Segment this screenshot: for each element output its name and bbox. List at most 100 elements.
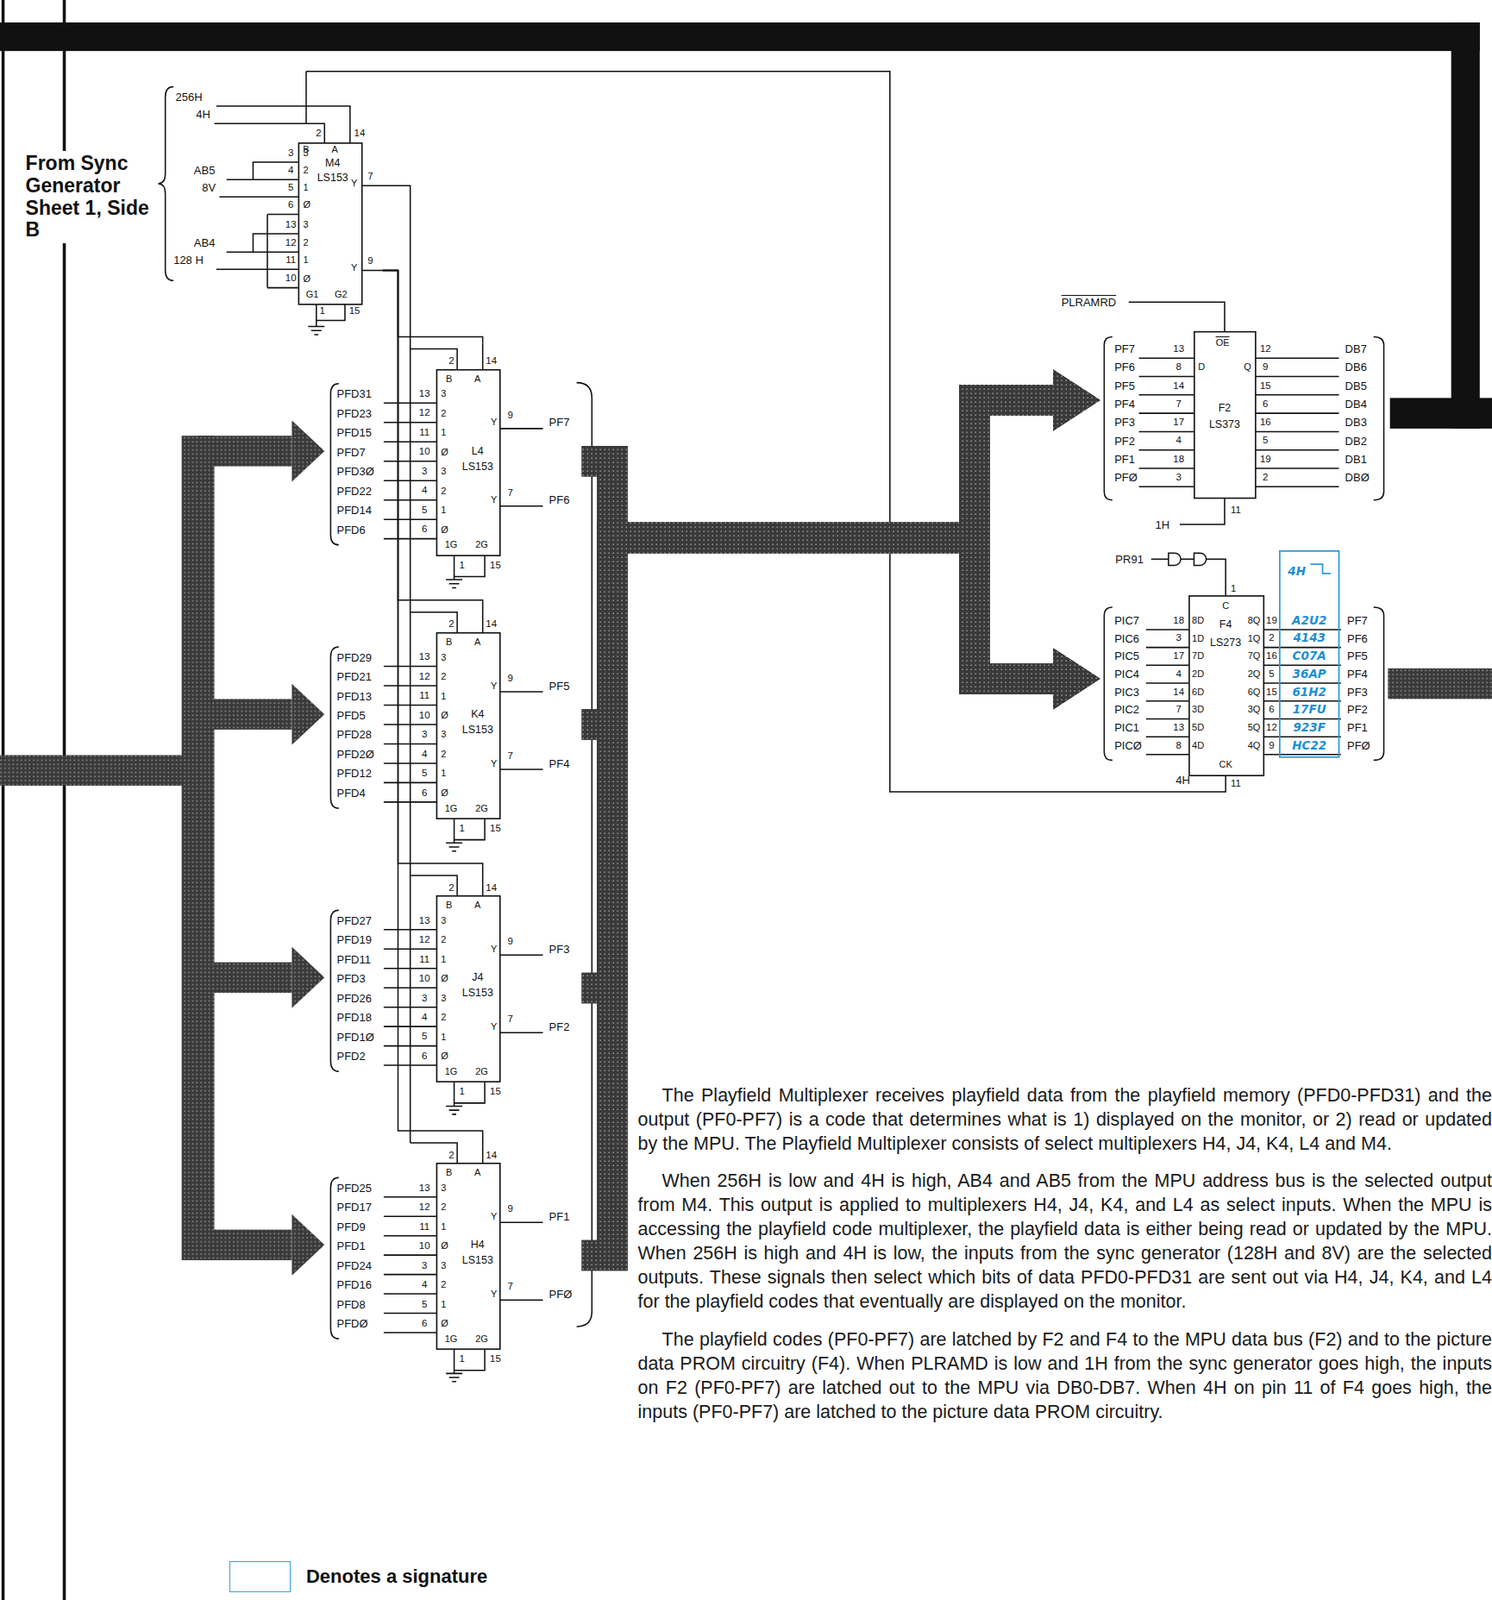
signal-name: PFD17	[336, 1201, 371, 1213]
wire	[383, 743, 438, 746]
wire	[383, 704, 438, 707]
signal-name: PFD28	[336, 728, 371, 740]
signal-name: PFD19	[336, 934, 371, 946]
arrow-head	[1053, 369, 1100, 431]
signal-name: PICØ	[1114, 739, 1142, 752]
pin-name: Ø	[440, 1318, 449, 1329]
signal-name: PF3	[1347, 686, 1368, 698]
pin-number: 2	[315, 128, 321, 139]
wire	[362, 269, 383, 272]
wire	[1103, 336, 1112, 500]
wire	[1139, 431, 1195, 433]
pin-number: 17	[1172, 651, 1185, 662]
pin-name: A	[474, 1167, 481, 1178]
wire	[216, 269, 300, 271]
pin-number: 13	[419, 915, 431, 927]
wire	[1263, 682, 1342, 684]
pin-number: 15	[1266, 687, 1278, 698]
pin-name: Y	[490, 1021, 497, 1032]
pin-name: 3	[440, 466, 446, 477]
pin-number: 6	[421, 1051, 427, 1062]
chip-designator: M4	[325, 157, 340, 170]
wire	[1151, 558, 1226, 596]
pin-name: 1	[302, 182, 308, 193]
black-bus	[1451, 22, 1480, 429]
pin-number: 4	[288, 165, 294, 176]
pin-name: 3	[440, 1183, 446, 1193]
signal-name: PF2	[549, 1021, 571, 1033]
pin-name: 2G	[475, 803, 489, 814]
signature: C07A	[1292, 650, 1327, 663]
wire	[1263, 700, 1342, 703]
pin-name: CK	[1219, 759, 1233, 770]
pin-number: 2	[448, 883, 454, 894]
chip-outline	[1189, 595, 1264, 776]
wire	[305, 71, 308, 124]
signal-name: PIC1	[1114, 721, 1140, 734]
wire	[1373, 607, 1385, 760]
pin-name: 2	[440, 1279, 446, 1290]
signal-name: PF1	[1347, 721, 1368, 734]
pin-name: OE	[1216, 338, 1230, 348]
wire	[1139, 467, 1195, 470]
pin-number: 14	[1172, 687, 1185, 698]
signal-name: PF5	[1347, 650, 1368, 662]
wire	[1146, 753, 1190, 756]
pin-number: 10	[285, 273, 297, 284]
signal-name: PF4	[549, 758, 571, 770]
pin-number: 5	[288, 182, 294, 194]
signal-name: PFD18	[336, 1011, 371, 1023]
pin-name: 1G	[445, 1334, 458, 1344]
pin-name: Q	[1243, 362, 1252, 372]
signal-name: DB4	[1345, 398, 1367, 410]
signal-name: DB6	[1345, 361, 1367, 373]
chip-type: LS153	[462, 987, 494, 999]
signal-name: PFD11	[336, 953, 371, 966]
wire	[454, 818, 485, 841]
signal-name: PFD27	[336, 915, 371, 927]
chip-type: LS153	[462, 1254, 494, 1267]
signal-name: PF1	[1114, 453, 1135, 465]
wire	[315, 304, 318, 327]
pin-number: 11	[1230, 505, 1242, 516]
pin-number: 4	[421, 1279, 427, 1291]
pin-number: 14	[485, 1150, 497, 1161]
pin-name: G1	[306, 289, 320, 300]
pin-name: C	[1222, 601, 1229, 611]
pin-name: 1	[440, 505, 446, 515]
pin-number: 3	[1176, 472, 1182, 483]
pin-number: 7	[507, 1014, 513, 1025]
wire	[410, 612, 458, 634]
signal-name: DB5	[1345, 380, 1367, 392]
signal-name: PFD22	[336, 485, 371, 497]
signal-name: PFD3	[336, 972, 365, 985]
playfield-data-bus	[181, 435, 215, 1261]
pin-name: 1Q	[1247, 633, 1261, 644]
signal-name: PF3	[1114, 416, 1135, 428]
signal-name: PF6	[1347, 633, 1368, 645]
pin-number: 9	[507, 673, 513, 684]
pin-name: Ø	[440, 525, 449, 535]
pin-number: 15	[489, 1086, 502, 1098]
pin-name: Y	[490, 681, 497, 691]
wire	[1263, 646, 1342, 649]
signal-name: PF1	[549, 1210, 571, 1223]
wire	[226, 178, 300, 181]
pin-name: 6Q	[1247, 687, 1261, 697]
signature: 4H	[1287, 565, 1306, 578]
pin-number: 11	[419, 690, 430, 702]
signal-name: PFD29	[336, 651, 371, 664]
pin-name: 7Q	[1247, 651, 1261, 661]
pin-name: 4D	[1191, 740, 1204, 751]
pin-number: 9	[1262, 362, 1268, 373]
pin-name: D	[1197, 362, 1205, 372]
chip-box: F2LS373	[1100, 311, 1376, 536]
pin-number: 12	[419, 671, 431, 683]
signature-box	[1279, 551, 1340, 758]
pin-name: 3	[302, 219, 308, 230]
playfield-data-bus	[198, 435, 293, 466]
pin-number: 3	[421, 729, 427, 740]
pin-number: 11	[419, 427, 430, 439]
pin-number: 13	[285, 219, 297, 231]
